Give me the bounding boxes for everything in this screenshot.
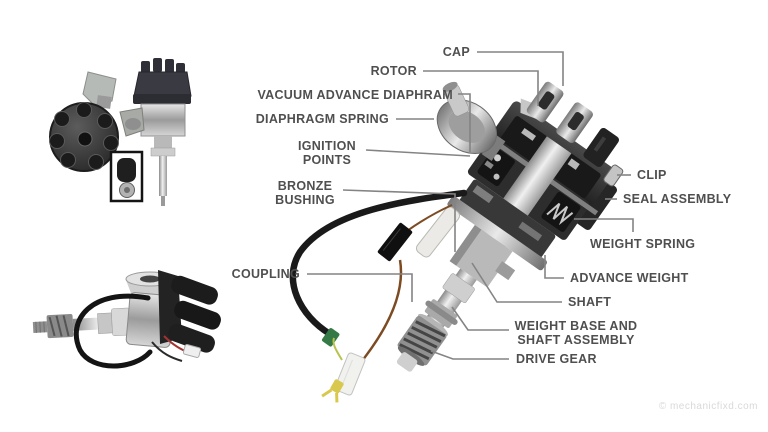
part-label-seal-assembly: SEAL ASSEMBLY — [605, 192, 732, 206]
leader-line-weight-spring — [574, 218, 634, 232]
leader-line-weight-base-and-shaft-assembly — [451, 306, 509, 331]
white-wire-connector — [182, 344, 202, 358]
clip-shape — [603, 164, 624, 187]
hex-fitting — [495, 261, 516, 281]
cap-terminal-tower — [556, 102, 593, 144]
green-wire-terminal — [321, 328, 340, 347]
black-thin-wire — [151, 341, 183, 362]
part-label-diaphragm-spring: DIAPHRAGM SPRING — [256, 112, 434, 126]
mounting-bracket-shape — [82, 71, 117, 109]
ignition-points-bay — [477, 147, 515, 187]
black-wire-loop — [73, 293, 153, 369]
distributor-cap-top-view — [49, 102, 119, 172]
part-label-text-shaft: SHAFT — [568, 295, 611, 309]
shaft-and-gear-shape — [32, 307, 132, 339]
weight-spring-bay — [541, 192, 581, 232]
part-label-text-advance-weight: ADVANCE WEIGHT — [570, 271, 689, 285]
brown-wire — [357, 259, 403, 367]
leader-line-vacuum-advance-diaphram — [458, 93, 471, 152]
yellow-green-wire — [332, 337, 343, 361]
part-label-text-coupling: COUPLING — [232, 267, 300, 281]
part-label-text-cap: CAP — [443, 45, 470, 59]
part-label-text-weight-spring: WEIGHT SPRING — [590, 237, 695, 251]
neck-shading — [449, 225, 482, 266]
part-label-weight-spring: WEIGHT SPRING — [574, 218, 695, 251]
watermark-text: © mechanicfixd.com — [658, 401, 758, 412]
housing-highlight — [472, 185, 494, 204]
housing-highlight — [518, 221, 543, 242]
connector-inset-photo — [109, 150, 144, 203]
part-label-drive-gear: DRIVE GEAR — [430, 350, 597, 366]
cap-contact — [521, 127, 537, 141]
black-sleeve-connector — [377, 222, 413, 262]
part-label-vacuum-advance-diaphram: VACUUM ADVANCE DIAPHRAM — [257, 88, 471, 152]
yellow-fork-terminal — [321, 379, 344, 403]
part-label-coupling: COUPLING — [232, 267, 413, 302]
cap-terminal-tower — [526, 81, 564, 123]
part-label-text-vacuum-advance-diaphram: VACUUM ADVANCE DIAPHRAM — [257, 88, 453, 102]
photo-distributors-top-left — [49, 58, 192, 206]
part-label-cap: CAP — [443, 45, 564, 86]
part-label-rotor: ROTOR — [371, 64, 539, 106]
leader-line-drive-gear — [430, 350, 509, 360]
leader-line-ignition-points — [365, 149, 471, 157]
part-label-text-rotor: ROTOR — [371, 64, 417, 78]
leader-line-shaft — [471, 262, 562, 303]
part-label-text-clip: CLIP — [637, 168, 667, 182]
black-wire — [289, 189, 468, 338]
part-label-shaft: SHAFT — [471, 262, 611, 309]
part-label-text-drive-gear: DRIVE GEAR — [516, 352, 597, 366]
shaft-collar — [442, 273, 475, 304]
leader-line-rotor — [423, 70, 539, 106]
cap-terminal-towers — [168, 275, 221, 353]
distributor-upright-photo — [119, 58, 192, 206]
part-label-advance-weight: ADVANCE WEIGHT — [544, 255, 689, 285]
cap-terminal-tower-black — [583, 127, 619, 167]
vacuum-advance-diaphragm-shape — [436, 81, 506, 162]
base-flange — [447, 196, 547, 271]
part-label-text-seal-assembly: SEAL ASSEMBLY — [623, 192, 732, 206]
labels-layer: CAP ROTOR VACUUM ADVANCE DIAPHRAM DIAPHRAGM… — [232, 45, 732, 366]
leader-line-cap — [477, 51, 564, 86]
leader-line-bronze-bushing — [342, 189, 456, 252]
distributor-cutaway-illustration — [289, 81, 624, 403]
coupling-shape — [424, 299, 458, 328]
leader-line-coupling — [307, 273, 413, 302]
part-label-clip: CLIP — [617, 168, 667, 182]
part-label-text-diaphragm-spring: DIAPHRAGM SPRING — [256, 112, 389, 126]
cap-contact — [567, 158, 580, 170]
leader-line-advance-weight — [544, 255, 564, 279]
photo-distributor-bottom-left — [32, 270, 221, 369]
